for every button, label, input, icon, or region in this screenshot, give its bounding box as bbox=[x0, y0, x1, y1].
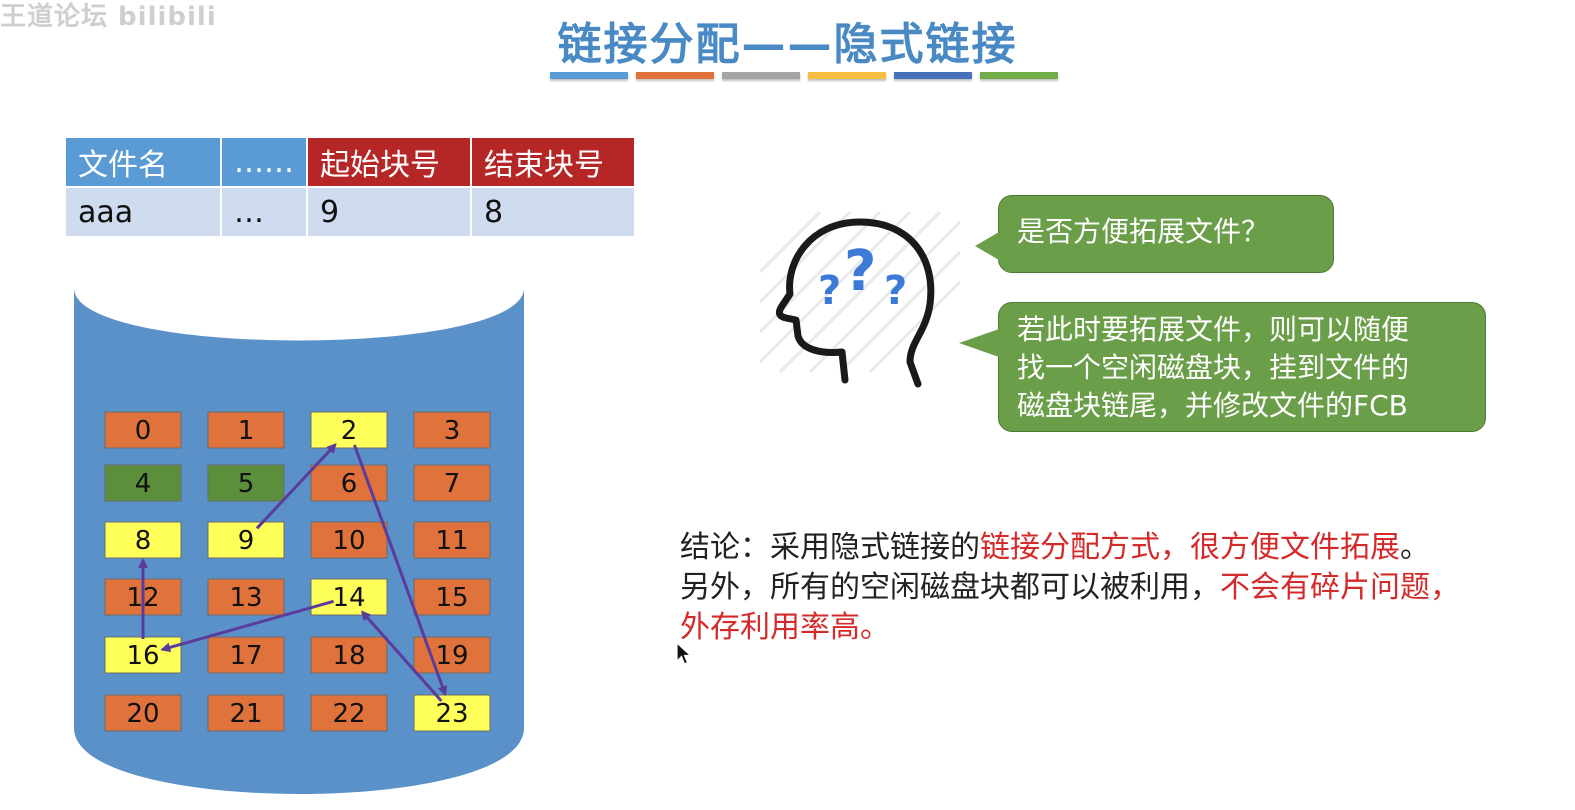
disk-block-label-11: 11 bbox=[435, 526, 468, 556]
title-bar-3 bbox=[808, 72, 886, 79]
answer-line-3: 磁盘块链尾，并修改文件的FCB bbox=[1017, 389, 1408, 422]
disk-block-0 bbox=[104, 411, 182, 449]
conclusion-line-2-a: 另外，所有的空闲磁盘块都可以被利用， bbox=[680, 570, 1220, 605]
disk-block-label-8: 8 bbox=[135, 526, 152, 556]
title-bar-4 bbox=[894, 72, 972, 79]
disk-block-label-17: 17 bbox=[229, 641, 262, 671]
svg-text:?: ? bbox=[844, 239, 876, 304]
answer-bubble: 若此时要拓展文件，则可以随便 找一个空闲磁盘块，挂到文件的 磁盘块链尾，并修改文… bbox=[959, 302, 1486, 432]
disk-block-label-3: 3 bbox=[444, 416, 461, 446]
disk-block-7 bbox=[413, 464, 491, 502]
disk-block-9 bbox=[207, 521, 285, 559]
link-arrow-2-to-23 bbox=[353, 444, 448, 697]
disk-block-label-1: 1 bbox=[238, 416, 255, 446]
disk-block-label-4: 4 bbox=[135, 469, 152, 499]
conclusion-line-3: 外存利用率高。 bbox=[680, 610, 890, 645]
disk-block-label-2: 2 bbox=[341, 416, 358, 446]
disk-block-label-10: 10 bbox=[332, 526, 365, 556]
conclusion-line-2-highlight: 不会有碎片问题， bbox=[1220, 570, 1460, 605]
disk-block-20 bbox=[104, 694, 182, 732]
disk-block-label-22: 22 bbox=[332, 699, 365, 729]
cell-filename: aaa bbox=[64, 186, 222, 238]
disk-block-label-16: 16 bbox=[126, 641, 159, 671]
conclusion-text: 结论：采用隐式链接的链接分配方式，很方便文件拓展。 另外，所有的空闲磁盘块都可以… bbox=[680, 528, 1540, 648]
svg-text:?: ? bbox=[884, 268, 907, 314]
disk-block-5 bbox=[207, 464, 285, 502]
disk-block-label-9: 9 bbox=[238, 526, 255, 556]
disk-block-2 bbox=[310, 411, 388, 449]
disk-block-18 bbox=[310, 636, 388, 674]
cell-start-block: 9 bbox=[306, 186, 472, 238]
disk-block-label-6: 6 bbox=[341, 469, 358, 499]
disk-block-label-5: 5 bbox=[238, 469, 255, 499]
disk-block-4 bbox=[104, 464, 182, 502]
watermark: 王道论坛 bilibili bbox=[0, 2, 217, 32]
conclusion-line-2: 另外，所有的空闲磁盘块都可以被利用，不会有碎片问题， bbox=[680, 568, 1540, 608]
disk-block-label-23: 23 bbox=[435, 699, 468, 729]
disk-block-label-19: 19 bbox=[435, 641, 468, 671]
link-arrow-9-to-2 bbox=[255, 443, 337, 530]
disk-block-15 bbox=[413, 578, 491, 616]
cell-ellipsis: … bbox=[220, 186, 308, 238]
svg-text:?: ? bbox=[818, 268, 841, 314]
disk-block-6 bbox=[310, 464, 388, 502]
title-bar-1 bbox=[636, 72, 714, 79]
header-filename: 文件名 bbox=[64, 136, 222, 188]
disk-block-17 bbox=[207, 636, 285, 674]
disk-block-label-0: 0 bbox=[135, 416, 152, 446]
title-bar-0 bbox=[550, 72, 628, 79]
link-arrow-14-to-16 bbox=[160, 599, 335, 653]
table-row: aaa … 9 8 bbox=[64, 186, 636, 238]
answer-line-1: 若此时要拓展文件，则可以随便 bbox=[1017, 313, 1410, 346]
mouse-cursor-icon bbox=[676, 642, 693, 665]
conclusion-line-1-c: 。 bbox=[1400, 530, 1430, 565]
thinking-head-icon: ? ? ? bbox=[760, 212, 960, 388]
title-bar-2 bbox=[722, 72, 800, 79]
conclusion-line-1: 结论：采用隐式链接的链接分配方式，很方便文件拓展。 bbox=[680, 528, 1540, 568]
disk-block-1 bbox=[207, 411, 285, 449]
conclusion-line-1-a: 结论：采用隐式链接的 bbox=[680, 530, 980, 565]
question-text: 是否方便拓展文件？ bbox=[1017, 215, 1270, 248]
disk-block-label-15: 15 bbox=[435, 583, 468, 613]
title-bar-5 bbox=[980, 72, 1058, 79]
disk-block-11 bbox=[413, 521, 491, 559]
slide-title: 链接分配——隐式链接 bbox=[557, 19, 1018, 70]
link-arrow-23-to-14 bbox=[360, 610, 443, 703]
disk-block-label-21: 21 bbox=[229, 699, 262, 729]
disk-block-label-20: 20 bbox=[126, 699, 159, 729]
disk-block-label-13: 13 bbox=[229, 583, 262, 613]
disk-block-23 bbox=[413, 694, 491, 732]
disk-block-21 bbox=[207, 694, 285, 732]
question-bubble: 是否方便拓展文件？ bbox=[975, 195, 1334, 273]
disk-block-13 bbox=[207, 578, 285, 616]
disk-block-8 bbox=[104, 521, 182, 559]
table-header-row: 文件名 …… 起始块号 结束块号 bbox=[64, 136, 636, 188]
disk-block-3 bbox=[413, 411, 491, 449]
disk-block-label-14: 14 bbox=[332, 583, 365, 613]
conclusion-line-1-highlight: 链接分配方式，很方便文件拓展 bbox=[980, 530, 1400, 565]
header-start-block: 起始块号 bbox=[306, 136, 472, 188]
disk-block-10 bbox=[310, 521, 388, 559]
answer-line-2: 找一个空闲磁盘块，挂到文件的 bbox=[1017, 351, 1410, 384]
cell-end-block: 8 bbox=[470, 186, 636, 238]
header-ellipsis: …… bbox=[220, 136, 308, 188]
disk-block-label-7: 7 bbox=[444, 469, 461, 499]
header-end-block: 结束块号 bbox=[470, 136, 636, 188]
disk-block-label-18: 18 bbox=[332, 641, 365, 671]
disk-block-22 bbox=[310, 694, 388, 732]
fcb-table: 文件名 …… 起始块号 结束块号 aaa … 9 8 bbox=[64, 136, 636, 238]
disk-block-14 bbox=[310, 578, 388, 616]
